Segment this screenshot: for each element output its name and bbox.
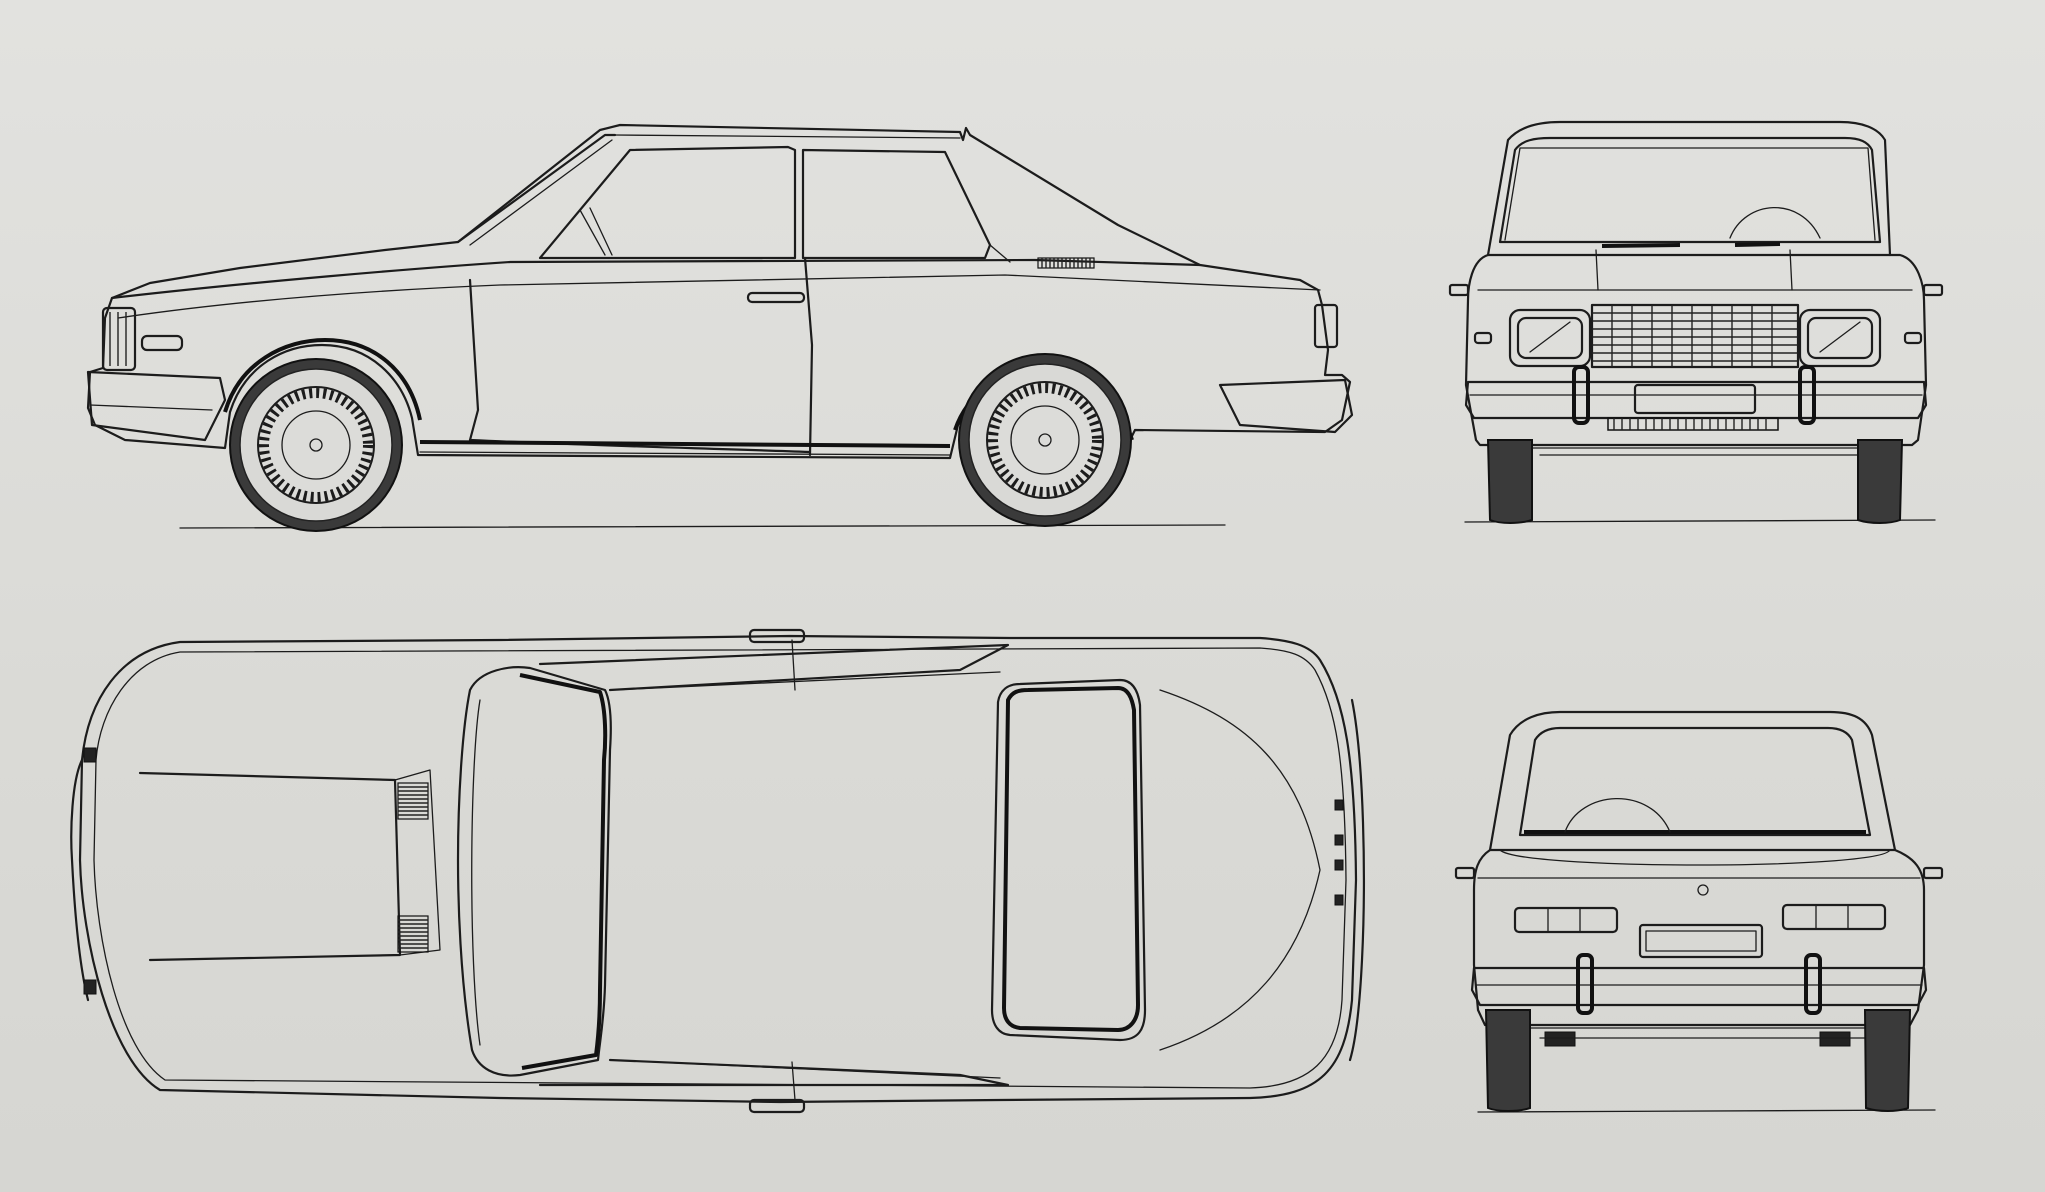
side-rear-bumper	[1218, 378, 1354, 434]
side-front-bumper-line	[89, 404, 213, 411]
front-indicator-right	[1903, 331, 1923, 345]
rear-plate-inner	[1645, 930, 1757, 952]
front-indicator-left	[1473, 331, 1493, 345]
top-mirror-lower	[748, 1098, 806, 1114]
rear-plate	[1638, 923, 1764, 959]
top-indicator-upper	[83, 747, 97, 763]
top-windshield-base	[471, 699, 481, 1046]
front-mirror-left	[1448, 283, 1470, 297]
top-rear-lamps	[1334, 799, 1344, 906]
rear-tyre-left	[1484, 1009, 1531, 1112]
side-front-window	[538, 145, 797, 260]
front-overrider-left	[1572, 365, 1590, 425]
top-bonnet	[138, 771, 402, 962]
rear-lock	[1697, 884, 1709, 896]
front-headlamp-left	[1508, 308, 1592, 368]
front-bonnet-crease	[1595, 249, 1793, 291]
rear-overrider-right	[1804, 953, 1822, 1015]
side-view	[86, 123, 1354, 532]
top-windshield	[456, 666, 612, 1077]
rear-exhaust	[1544, 1031, 1851, 1047]
top-side-window-lower	[538, 1058, 1010, 1087]
rear-tail-lamp-right	[1781, 903, 1887, 931]
front-windshield	[1498, 136, 1882, 244]
top-rear-window-frame	[1002, 686, 1140, 1032]
side-rear-pillar-line	[989, 244, 1011, 263]
side-windshield-inner	[469, 139, 613, 246]
top-front-bumper	[70, 758, 90, 1002]
rear-steering-wheel	[1564, 798, 1671, 833]
top-vent-upper	[397, 782, 429, 820]
top-roof-edges	[611, 671, 1001, 1079]
top-vent-lower	[397, 915, 429, 953]
side-sill-lower	[419, 451, 951, 456]
front-tyre-right	[1857, 439, 1904, 524]
front-ground-line	[1464, 519, 1936, 523]
side-front-arch	[223, 338, 422, 421]
side-vent-wing	[579, 207, 613, 256]
front-view	[1448, 120, 1944, 524]
side-door-handle	[746, 291, 806, 304]
front-wipers	[1601, 242, 1781, 248]
top-windshield-frame	[519, 673, 608, 1070]
front-lower-grille	[1607, 417, 1779, 431]
side-front-door-edge	[468, 278, 480, 442]
side-headlamp	[101, 306, 137, 372]
side-rear-door-edge	[803, 256, 814, 457]
top-cowl	[394, 769, 441, 956]
rear-view	[1454, 710, 1944, 1113]
rear-mirror-left	[1454, 866, 1476, 880]
front-tyre-left	[1486, 439, 1533, 524]
front-mirror-right	[1922, 283, 1944, 297]
rear-tyre-right	[1863, 1009, 1912, 1112]
side-windshield	[456, 133, 617, 244]
top-indicator-lower	[83, 979, 97, 995]
side-sill	[419, 440, 951, 448]
front-underbody	[1529, 447, 1871, 456]
front-grille	[1590, 303, 1800, 369]
rear-bumper	[1470, 966, 1928, 1007]
side-shoulder-line	[110, 258, 1202, 300]
rear-body-outline	[1472, 848, 1926, 1027]
top-body-inner	[93, 647, 1347, 1089]
side-beltline	[117, 274, 1321, 319]
top-side-window-upper	[538, 643, 1010, 692]
front-bumper	[1464, 380, 1928, 420]
rear-underbody	[1529, 1027, 1876, 1039]
side-indicator	[140, 334, 184, 352]
rear-window	[1518, 726, 1872, 837]
top-mirror-upper	[748, 628, 806, 644]
front-plate	[1633, 383, 1757, 415]
top-rear-deck	[1159, 689, 1321, 1051]
rear-overrider-left	[1576, 953, 1594, 1015]
side-front-bumper	[86, 370, 227, 442]
top-body-outline	[78, 634, 1358, 1104]
side-headlamp-lens	[109, 312, 127, 366]
side-rear-wheel	[958, 353, 1132, 527]
top-rear-bumper	[1348, 698, 1365, 1062]
top-view	[70, 628, 1365, 1114]
side-c-pillar-vent	[1037, 257, 1095, 269]
side-roof-trim	[614, 134, 961, 139]
side-front-wheel	[229, 358, 403, 532]
top-rear-window	[990, 678, 1147, 1042]
top-b-pillars	[791, 639, 796, 1101]
front-steering-wheel	[1729, 206, 1821, 239]
rear-deck-lid	[1499, 849, 1891, 866]
rear-tail-lamp-left	[1513, 906, 1619, 934]
side-rear-window	[801, 148, 992, 260]
rear-ground-line	[1477, 1109, 1936, 1113]
side-rear-lamp	[1313, 303, 1339, 349]
front-headlamp-right	[1798, 308, 1882, 368]
front-windshield-inner	[1504, 147, 1876, 241]
front-body-outline	[1464, 253, 1928, 447]
front-overrider-right	[1798, 365, 1816, 425]
front-roof-outline	[1486, 120, 1892, 257]
rear-roof-outline	[1488, 710, 1897, 852]
rear-mirror-right	[1922, 866, 1944, 880]
